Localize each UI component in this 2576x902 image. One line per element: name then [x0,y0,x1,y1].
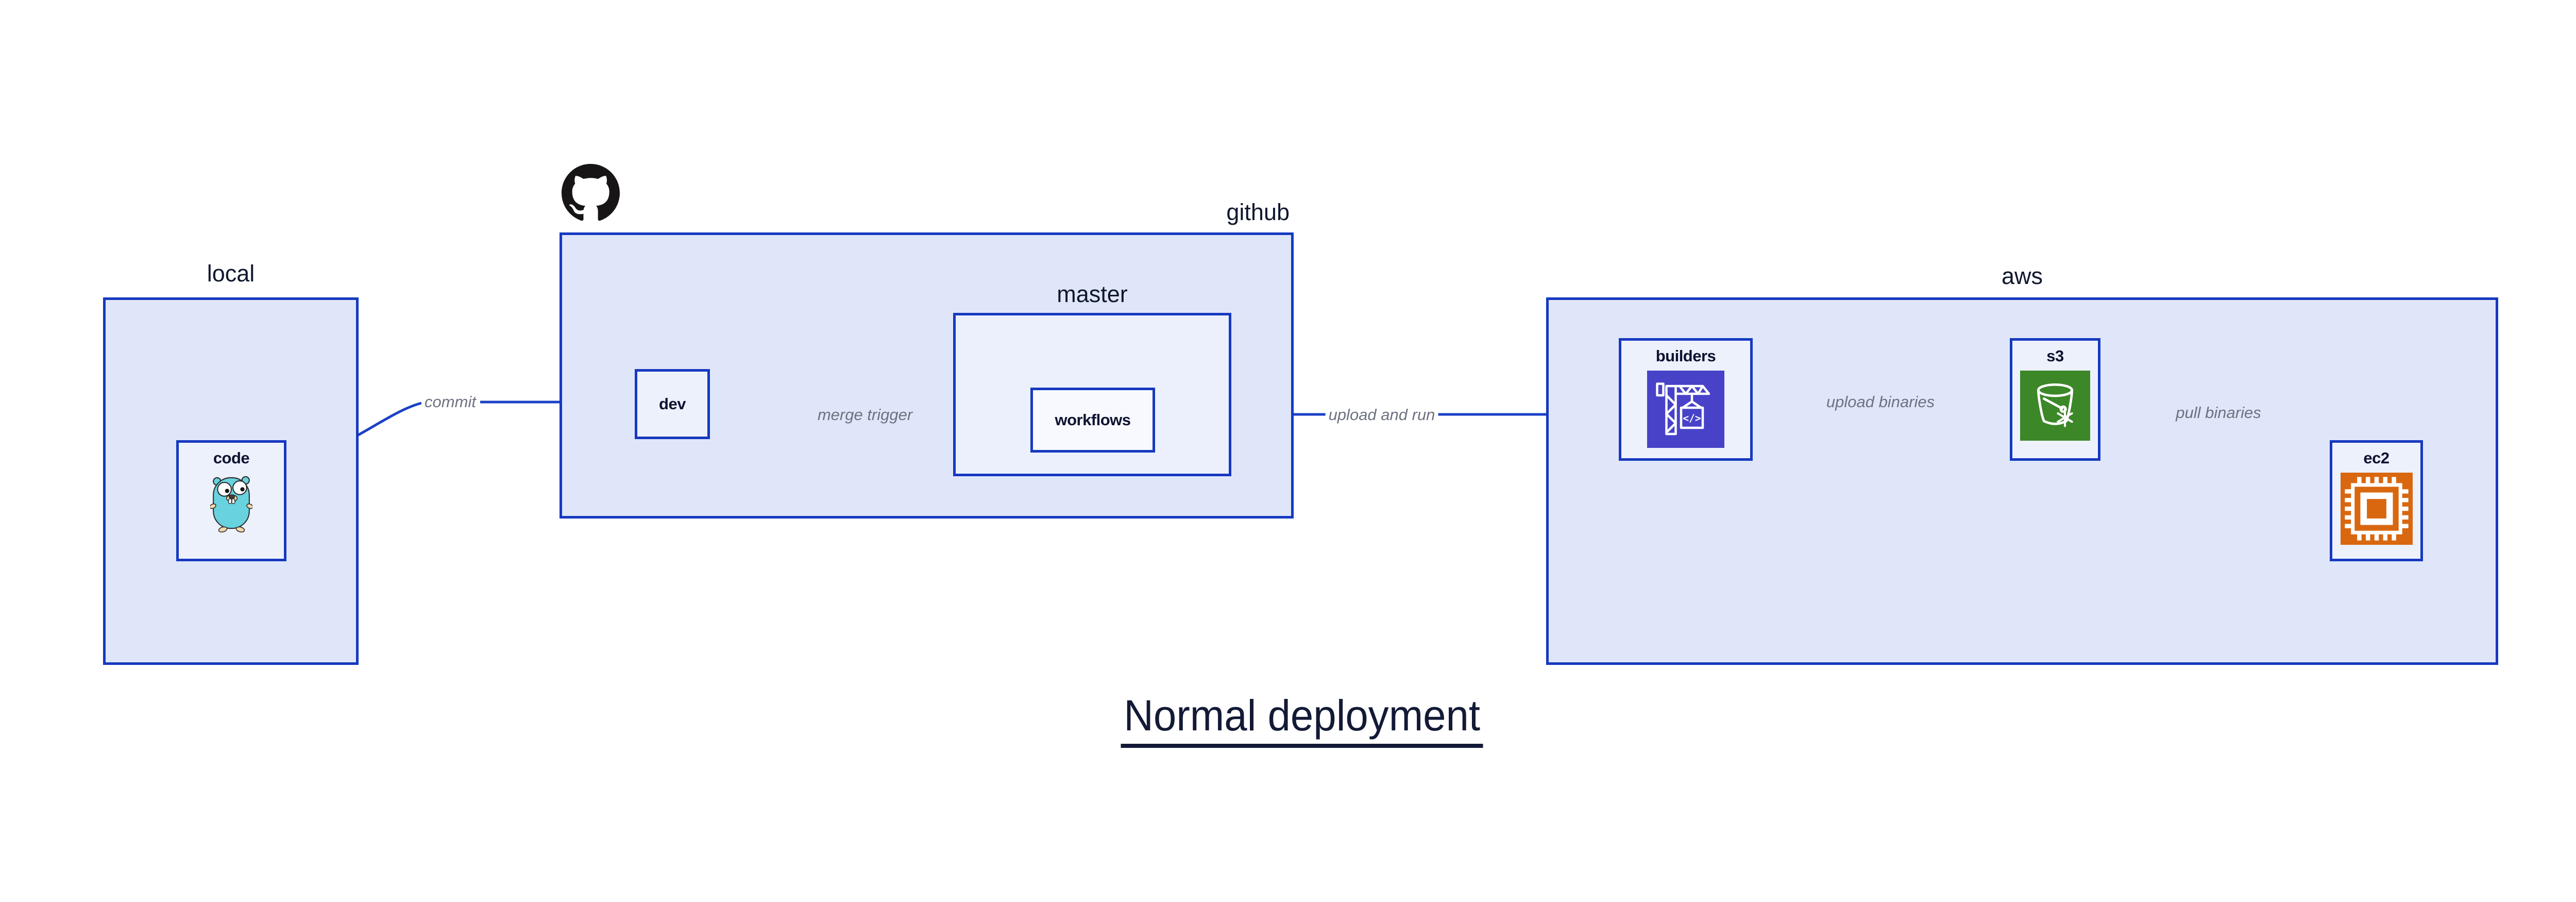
github-octocat-icon [562,164,620,221]
node-code: code [176,440,286,561]
group-master-label: master [1057,281,1128,307]
node-builders: builders </> [1619,338,1753,461]
edge-label-merge-trigger: merge trigger [814,406,916,424]
node-workflows: workflows [1030,388,1155,453]
svg-text:</>: </> [1683,412,1701,424]
aws-codebuild-icon: </> [1647,371,1724,448]
node-s3-label: s3 [2046,347,2064,365]
diagram-title-wrap: Normal deployment [0,691,2576,748]
node-s3: s3 [2010,338,2100,461]
edge-label-upload-and-run: upload and run [1325,406,1438,424]
edge-label-upload-binaries: upload binaries [1823,393,1938,411]
aws-ec2-chip-icon [2340,473,2413,545]
node-builders-label: builders [1655,347,1716,365]
edge-label-pull-binaries: pull binaries [2173,404,2264,422]
group-local-label: local [207,260,255,287]
aws-s3-bucket-icon [2020,371,2090,441]
go-gopher-icon [210,476,252,532]
node-dev: dev [635,369,710,439]
node-code-label: code [213,449,250,467]
node-ec2-label: ec2 [2363,449,2389,467]
group-aws-label: aws [2001,263,2043,289]
node-ec2: ec2 [2330,440,2423,561]
node-dev-label: dev [659,395,686,413]
diagram-title: Normal deployment [1121,691,1483,748]
node-workflows-label: workflows [1055,411,1131,429]
edge-label-commit: commit [421,393,479,411]
group-github-label: github [1226,199,1290,225]
